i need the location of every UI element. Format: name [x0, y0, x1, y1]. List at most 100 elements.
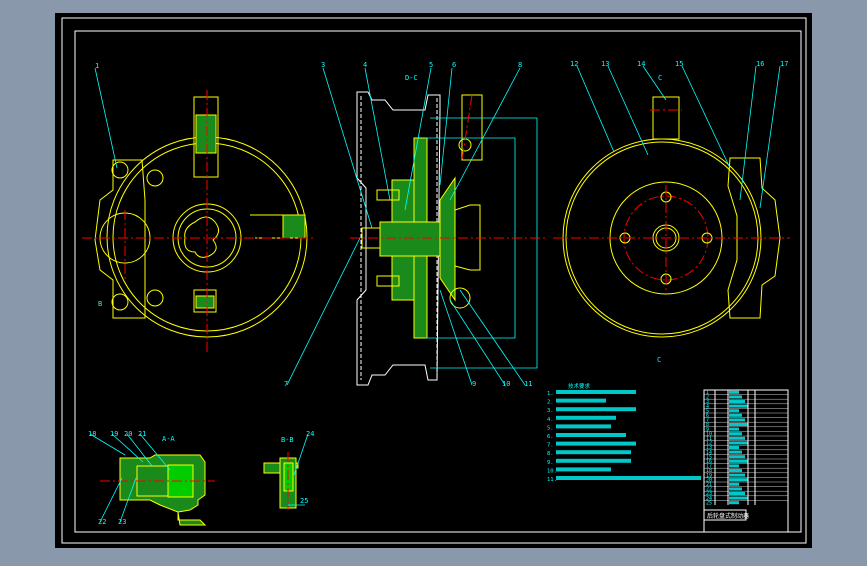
detail-a-a: 18 19 20 21 22 23 A-A: [88, 430, 215, 526]
title-block-row-number: 18: [706, 468, 712, 474]
balloon-label: 16: [756, 60, 764, 68]
note-number: 8.: [547, 451, 554, 457]
title-block-row-number: 17: [706, 464, 712, 470]
technical-notes: 技术要求 1.2.3.4.5.6.7.8.9.10.11.: [547, 382, 701, 483]
balloon-label: 21: [138, 430, 146, 438]
title-block-row-number: 11: [706, 436, 712, 442]
note-text: [556, 390, 636, 394]
note-text: [556, 450, 631, 455]
title-block-row-number: 13: [706, 445, 712, 451]
balloon-label: 1: [95, 62, 99, 70]
balloon-label: 18: [88, 430, 96, 438]
title-block-cell: [729, 395, 742, 399]
note-text: [556, 398, 606, 403]
balloon-label: 23: [118, 518, 126, 526]
section-label: B-B: [281, 436, 294, 444]
title-block-row-number: 14: [706, 450, 712, 456]
balloon-label: 20: [124, 430, 132, 438]
balloon-label: 3: [321, 61, 325, 69]
title-block-row-number: 3: [706, 399, 709, 405]
title-block-cell: [729, 446, 739, 449]
title-block-cell: [729, 487, 742, 491]
note-number: 2.: [547, 400, 554, 406]
balloon-label: 10: [502, 380, 510, 388]
title-block-cell: [729, 418, 745, 422]
title-block-cell: [729, 492, 745, 495]
title-block-cell: [729, 455, 745, 459]
note-text: [556, 476, 701, 480]
title-block-row-number: 22: [706, 487, 712, 493]
title-block-cell: [729, 441, 748, 445]
balloon-label: 12: [570, 60, 578, 68]
detail-b-b: 24 25 B-B: [263, 430, 314, 510]
balloon-label: 25: [300, 497, 308, 505]
section-label: A-A: [162, 435, 175, 443]
title-block-cell: [729, 432, 742, 436]
inner-border: [74, 30, 802, 533]
note-number: 10.: [547, 468, 557, 474]
note-number: 9.: [547, 460, 554, 466]
title-block-cell: [729, 459, 748, 463]
title-block-row-number: 12: [706, 441, 712, 447]
notes-heading: 技术要求: [568, 382, 591, 390]
title-block-cell: [729, 482, 739, 486]
balloon-label: 11: [524, 380, 532, 388]
balloon-label: 15: [675, 60, 683, 68]
note-text: [556, 433, 626, 437]
note-number: 5.: [547, 425, 554, 431]
note-text: [556, 458, 631, 463]
title-block-cell: [729, 390, 739, 394]
title-block-cell: [729, 469, 742, 472]
section-label: C: [657, 356, 661, 364]
title-block-cell: [729, 501, 739, 505]
note-text: [556, 407, 636, 412]
note-text: [556, 467, 611, 472]
title-block-cell: [729, 404, 748, 408]
title-block-row-number: 19: [706, 473, 712, 479]
title-block-row-number: 15: [706, 454, 712, 460]
title-block-row-number: 7: [706, 418, 709, 424]
outer-border: [61, 17, 807, 544]
title-block-cell: [729, 473, 745, 477]
title-block-row-number: 21: [706, 482, 712, 488]
title-block-row-number: 10: [706, 431, 712, 437]
note-text: [556, 441, 636, 446]
note-number: 4.: [547, 417, 554, 423]
note-number: 3.: [547, 408, 554, 414]
title-block-row-number: 20: [706, 477, 712, 483]
section-label: B: [98, 300, 102, 308]
title-block-row-number: 1: [706, 390, 709, 396]
title-block-row-number: 24: [706, 496, 712, 502]
title-block-row-number: 4: [706, 404, 709, 410]
note-text: [556, 424, 611, 429]
balloon-label: 19: [110, 430, 118, 438]
title-block-cell: [729, 478, 748, 482]
balloon-label: 9: [472, 380, 476, 388]
note-number: 6.: [547, 434, 554, 440]
title-block: 1234567891011121314151617181920212223242…: [703, 389, 789, 533]
note-number: 11.: [547, 477, 557, 483]
title-block-row-number: 25: [706, 500, 712, 506]
balloon-label: 7: [284, 380, 288, 388]
note-number: 7.: [547, 443, 554, 449]
balloon-label: 24: [306, 430, 314, 438]
balloon-label: 17: [780, 60, 788, 68]
title-block-cell: [729, 427, 739, 431]
title-block-cell: [729, 496, 748, 500]
right-view: 12 13 14 15 16 17 C C: [553, 60, 790, 364]
title-block-cell: [729, 436, 745, 440]
title-block-row-number: 8: [706, 422, 709, 428]
title-block-cell: [729, 450, 742, 454]
title-block-cell: [729, 400, 745, 403]
balloon-label: 5: [429, 61, 433, 69]
title-block-row-number: 5: [706, 408, 709, 414]
balloon-label: 8: [518, 61, 522, 69]
note-text: [556, 415, 616, 420]
section-label: C: [658, 74, 662, 82]
drawing-title: 后轮盘式制动器: [707, 512, 749, 520]
title-block-row-number: 16: [706, 459, 712, 465]
balloon-label: 13: [601, 60, 609, 68]
title-block-row-number: 6: [706, 413, 709, 419]
